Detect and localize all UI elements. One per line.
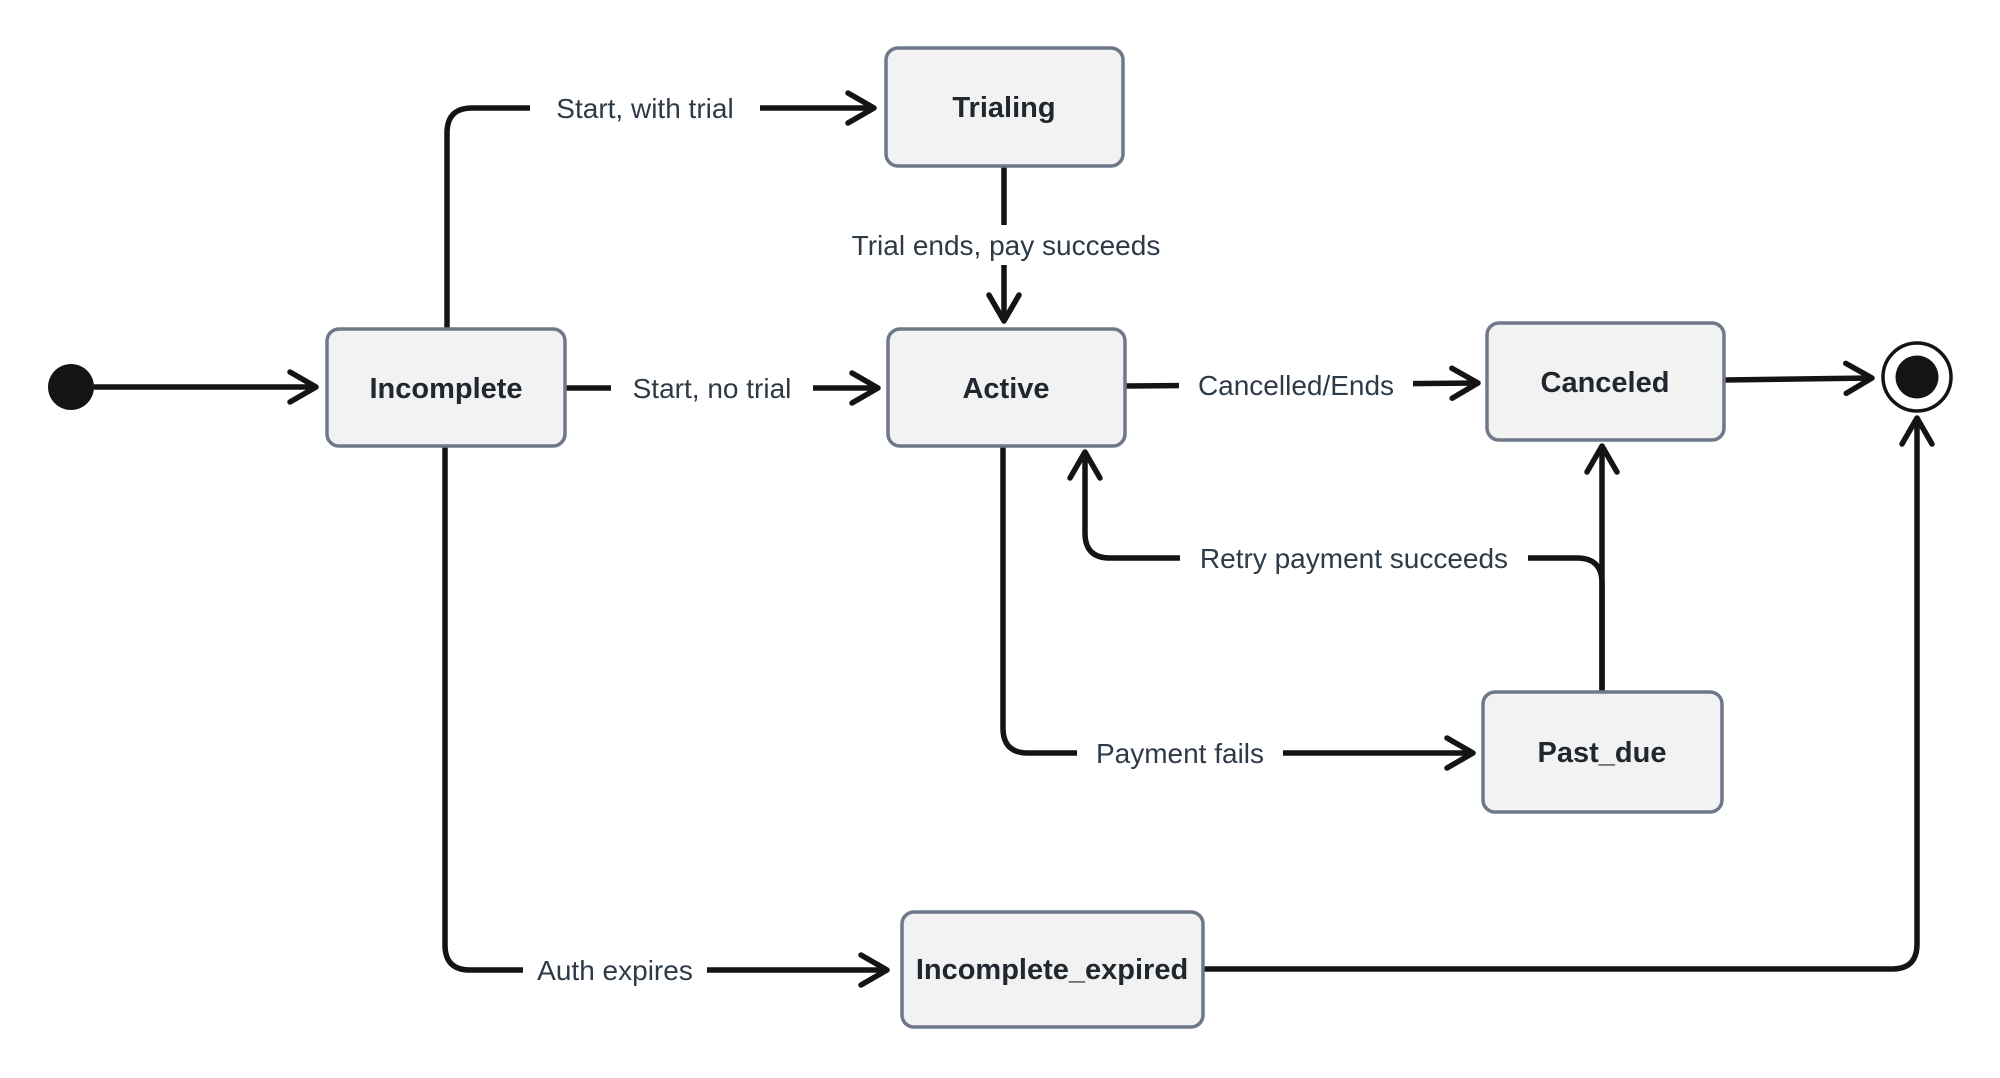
state-label: Past_due <box>1538 737 1667 769</box>
edge-label-bg <box>530 88 760 128</box>
transition-canceled-to-final <box>1723 360 1875 397</box>
state-box <box>900 910 1205 1029</box>
edge-label-bg <box>836 225 1176 265</box>
state-box <box>1481 690 1724 814</box>
state-label: Active <box>962 373 1049 405</box>
state-box <box>325 327 567 448</box>
edge-label-cancelled-ends: Cancelled/Ends <box>1179 365 1413 405</box>
edge-label-text: Auth expires <box>537 955 693 986</box>
edge-label-start-no-trial: Start, no trial <box>611 368 813 408</box>
edge-label-retry-payment: Retry payment succeeds <box>1180 538 1528 578</box>
initial-state-node <box>48 364 94 410</box>
edge-label-text: Retry payment succeeds <box>1200 543 1508 574</box>
transition-incomplete-to-trialing <box>444 90 877 329</box>
edge-label-text: Start, with trial <box>556 93 733 124</box>
edge-label-text: Payment fails <box>1096 738 1264 769</box>
edge-labels-layer: Start, with trial Start, no trial Trial … <box>523 88 1528 990</box>
state-label: Incomplete <box>369 373 522 405</box>
edge-label-bg <box>1179 365 1413 405</box>
edge-label-text: Trial ends, pay succeeds <box>852 230 1161 261</box>
edge-label-auth-expires: Auth expires <box>523 950 707 990</box>
state-incomplete-expired: Incomplete_expired <box>900 910 1205 1029</box>
state-label: Trialing <box>952 92 1055 124</box>
state-trialing: Trialing <box>884 46 1125 168</box>
transition-expired-to-final <box>1203 415 1935 972</box>
edge-label-text: Start, no trial <box>633 373 792 404</box>
state-past-due: Past_due <box>1481 690 1724 814</box>
edge-label-text: Cancelled/Ends <box>1198 370 1394 401</box>
state-incomplete: Incomplete <box>325 327 567 448</box>
state-active: Active <box>886 327 1127 448</box>
edge-label-bg <box>1180 538 1528 578</box>
edge-label-trial-ends: Trial ends, pay succeeds <box>836 225 1176 265</box>
transition-incomplete-to-expired <box>442 446 890 988</box>
state-box <box>1485 321 1726 442</box>
state-box <box>886 327 1127 448</box>
transition-active-to-pastdue <box>1000 446 1476 771</box>
edge-label-bg <box>611 368 813 408</box>
edge-label-payment-fails: Payment fails <box>1077 733 1283 773</box>
state-label: Canceled <box>1541 367 1670 399</box>
final-state-inner-dot <box>1895 355 1939 399</box>
state-box <box>884 46 1125 168</box>
edge-label-start-with-trial: Start, with trial <box>530 88 760 128</box>
edge-label-bg <box>523 950 707 990</box>
state-label: Incomplete_expired <box>916 954 1188 986</box>
final-state-node <box>1881 341 1953 413</box>
states-layer: Incomplete Trialing Active Canceled Past… <box>48 46 1953 1029</box>
edge-label-bg <box>1077 733 1283 773</box>
state-canceled: Canceled <box>1485 321 1726 442</box>
